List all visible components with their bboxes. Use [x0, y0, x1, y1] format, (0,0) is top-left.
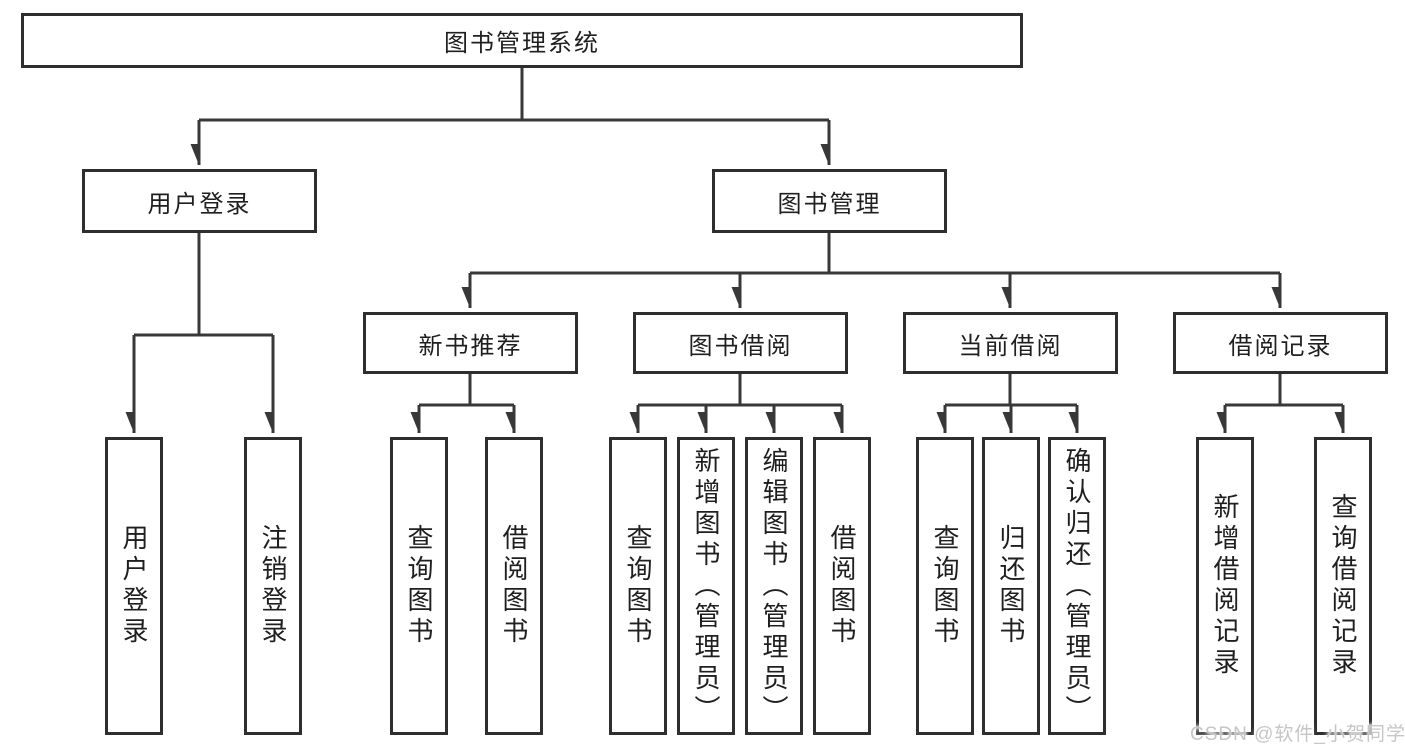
leaf-confirm-return-admin-label: 确认归还（管理员）	[1062, 446, 1092, 726]
node-book-borrow: 图书借阅	[633, 312, 848, 374]
leaf-query-books-3: 查询图书	[916, 437, 974, 735]
leaf-query-books-3-label: 查询图书	[930, 524, 960, 648]
node-current-borrow-label: 当前借阅	[958, 332, 1063, 360]
leaf-query-books-1-label: 查询图书	[404, 524, 434, 648]
leaf-borrow-books-1-label: 借阅图书	[499, 524, 529, 648]
leaf-borrow-books-2: 借阅图书	[813, 437, 871, 735]
node-book-management: 图书管理	[712, 169, 947, 233]
node-book-borrow-label: 图书借阅	[688, 332, 793, 360]
node-borrow-records-label: 借阅记录	[1228, 332, 1333, 360]
leaf-add-borrow-record-label: 新增借阅记录	[1210, 493, 1240, 679]
leaf-query-books-1: 查询图书	[390, 437, 448, 735]
leaf-borrow-books-2-label: 借阅图书	[827, 524, 857, 648]
node-root-system: 图书管理系统	[21, 13, 1023, 68]
node-borrow-records: 借阅记录	[1173, 312, 1388, 374]
leaf-query-books-2: 查询图书	[609, 437, 667, 735]
leaf-query-borrow-record-label: 查询借阅记录	[1328, 493, 1358, 679]
node-user-login-label: 用户登录	[147, 190, 252, 218]
leaf-confirm-return-admin: 确认归还（管理员）	[1048, 437, 1106, 735]
leaf-add-book-admin-label: 新增图书（管理员）	[691, 446, 721, 726]
leaf-query-borrow-record: 查询借阅记录	[1314, 437, 1372, 735]
leaf-query-books-2-label: 查询图书	[623, 524, 653, 648]
leaf-edit-book-admin: 编辑图书（管理员）	[745, 437, 803, 735]
node-new-book-recommend: 新书推荐	[363, 312, 578, 374]
node-user-login: 用户登录	[82, 169, 317, 233]
node-book-management-label: 图书管理	[777, 190, 882, 218]
leaf-add-borrow-record: 新增借阅记录	[1196, 437, 1254, 735]
node-new-book-recommend-label: 新书推荐	[418, 332, 523, 360]
leaf-user-login-label: 用户登录	[119, 524, 149, 648]
leaf-return-book: 归还图书	[982, 437, 1040, 735]
leaf-logout-label: 注销登录	[258, 524, 288, 648]
leaf-add-book-admin: 新增图书（管理员）	[677, 437, 735, 735]
leaf-user-login: 用户登录	[105, 437, 163, 735]
csdn-watermark: CSDN @软件_小贺同学	[1190, 724, 1405, 745]
node-current-borrow: 当前借阅	[903, 312, 1118, 374]
leaf-borrow-books-1: 借阅图书	[485, 437, 543, 735]
leaf-return-book-label: 归还图书	[996, 524, 1026, 648]
leaf-logout: 注销登录	[244, 437, 302, 735]
node-root-label: 图书管理系统	[444, 30, 600, 57]
leaf-edit-book-admin-label: 编辑图书（管理员）	[759, 446, 789, 726]
